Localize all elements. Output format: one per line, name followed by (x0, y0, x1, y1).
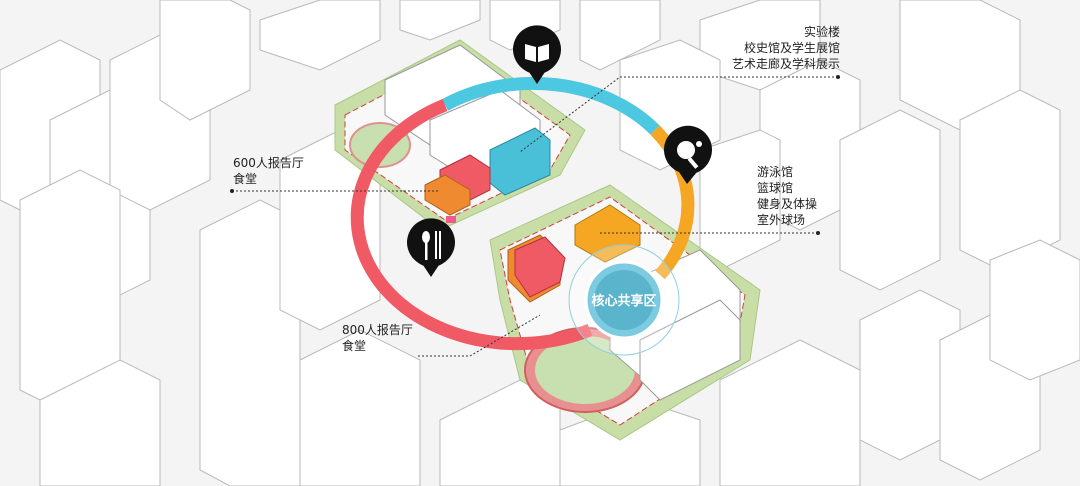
annotation-line: 篮球馆 (757, 180, 817, 196)
annotation-line: 800人报告厅 (342, 322, 413, 338)
annotation-top-right: 实验楼 校史馆及学生展馆 艺术走廊及学科展示 (700, 24, 840, 72)
annotation-line: 室外球场 (757, 212, 817, 228)
annotation-line: 食堂 (233, 171, 304, 187)
annotation-mid-right: 游泳馆 篮球馆 健身及体操 室外球场 (757, 164, 817, 228)
annotation-line: 艺术走廊及学科展示 (700, 56, 840, 72)
utensils-icon (407, 218, 455, 277)
annotation-line: 实验楼 (700, 24, 840, 40)
annotation-lower-left: 800人报告厅 食堂 (342, 322, 413, 354)
annotation-line: 600人报告厅 (233, 155, 304, 171)
annotation-line: 校史馆及学生展馆 (700, 40, 840, 56)
annotation-line: 食堂 (342, 338, 413, 354)
annotation-line: 健身及体操 (757, 196, 817, 212)
core-label: 核心共享区 (591, 293, 656, 309)
core-shared-area: 核心共享区 (569, 245, 679, 355)
annotation-upper-left: 600人报告厅 食堂 (233, 155, 304, 187)
book-icon (513, 25, 561, 84)
annotation-line: 游泳馆 (757, 164, 817, 180)
